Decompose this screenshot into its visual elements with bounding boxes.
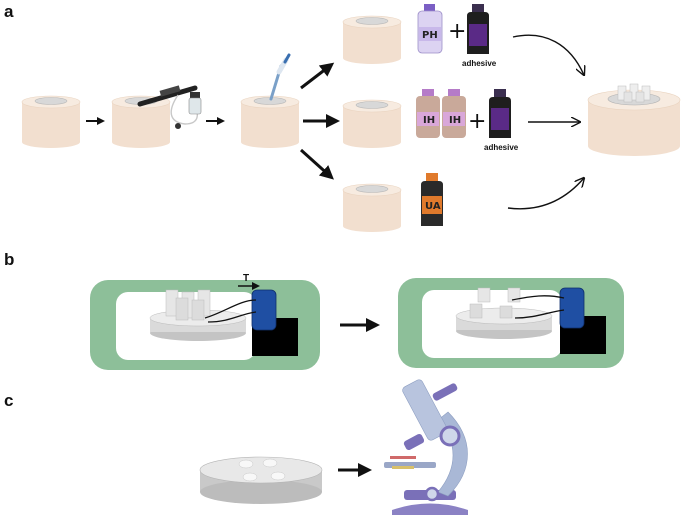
- adhesive-bottle-middle-icon: [489, 89, 511, 138]
- ih-bottle-1-icon: [416, 89, 440, 138]
- ua-bottle-icon: [421, 173, 443, 226]
- microscope-icon: [384, 379, 468, 515]
- panel-label-c: c: [4, 391, 13, 410]
- microtensile-tester-before: [90, 280, 320, 370]
- plus-sign-top: +: [448, 19, 466, 44]
- adhesive-label-top: adhesive: [462, 59, 497, 68]
- ph-bottle-icon: [417, 4, 443, 54]
- ih-bottle-2-label: IH: [449, 115, 461, 126]
- bonded-block-with-sticks: [587, 83, 681, 156]
- arrow-top-to-result: [512, 34, 584, 75]
- plus-sign-middle: +: [468, 109, 486, 134]
- panel-label-b: b: [4, 250, 14, 269]
- resin-block-ph-group: [342, 15, 402, 64]
- ph-bottle-label: PH: [422, 30, 438, 41]
- resin-block-ih-group: [342, 99, 402, 148]
- resin-block-ua-group: [342, 183, 402, 232]
- adhesive-bottle-top-icon: [467, 4, 489, 54]
- resin-block-sample-1: [21, 95, 81, 148]
- pipette-icon: [269, 53, 291, 101]
- arrow-branch-top: [300, 62, 335, 90]
- handpiece-icon: [137, 85, 202, 129]
- adhesive-label-middle: adhesive: [484, 143, 519, 152]
- panel-label-a: a: [4, 2, 14, 21]
- arrow-branch-bottom: [299, 148, 334, 180]
- fractured-specimen-disk: [199, 456, 323, 504]
- arrow-bottom-to-result: [507, 178, 584, 210]
- resin-block-sample-3: [240, 95, 300, 148]
- ih-bottle-1-label: IH: [423, 115, 435, 126]
- ua-bottle-label: UA: [425, 201, 441, 212]
- ih-bottle-2-icon: [442, 89, 466, 138]
- torque-mark: T: [243, 273, 249, 284]
- microtensile-tester-after: [398, 278, 624, 368]
